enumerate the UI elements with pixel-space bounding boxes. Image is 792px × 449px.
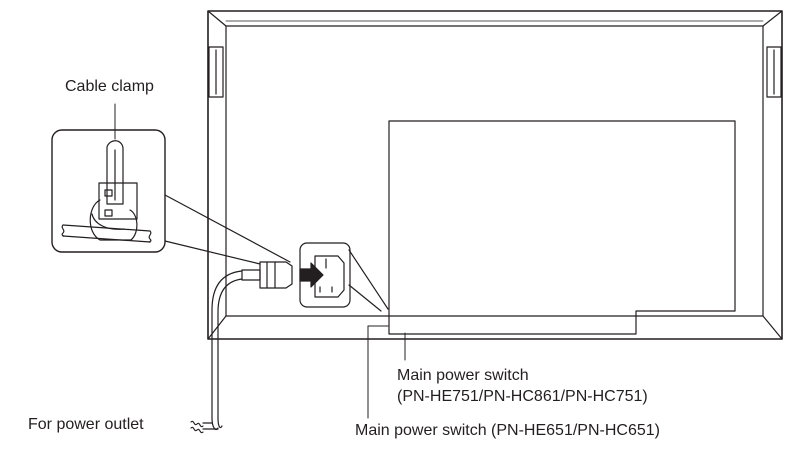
power-plug-icon (241, 261, 293, 289)
terminal-cover (388, 120, 736, 335)
switch-a-label-line2: (PN-HE751/PN-HC861/PN-HC751) (397, 388, 648, 405)
monitor-rear-frame (207, 10, 783, 340)
power-cord (190, 270, 243, 434)
inlet-zoom-line-b (348, 284, 382, 312)
insert-arrow-icon (299, 262, 324, 288)
cable-clamp-inset (51, 129, 291, 265)
power-outlet-label: For power outlet (28, 416, 144, 433)
cable-clamp-label: Cable clamp (65, 78, 154, 95)
switch-a-label-line1: Main power switch (397, 367, 529, 384)
right-handle (766, 46, 782, 98)
cable-clamp-icon (61, 103, 152, 243)
inlet-zoom-line-a (348, 249, 389, 310)
left-handle (208, 46, 224, 98)
monitor-inner-panel (225, 20, 764, 317)
switch-b-label: Main power switch (PN-HE651/PN-HC651) (355, 422, 660, 439)
